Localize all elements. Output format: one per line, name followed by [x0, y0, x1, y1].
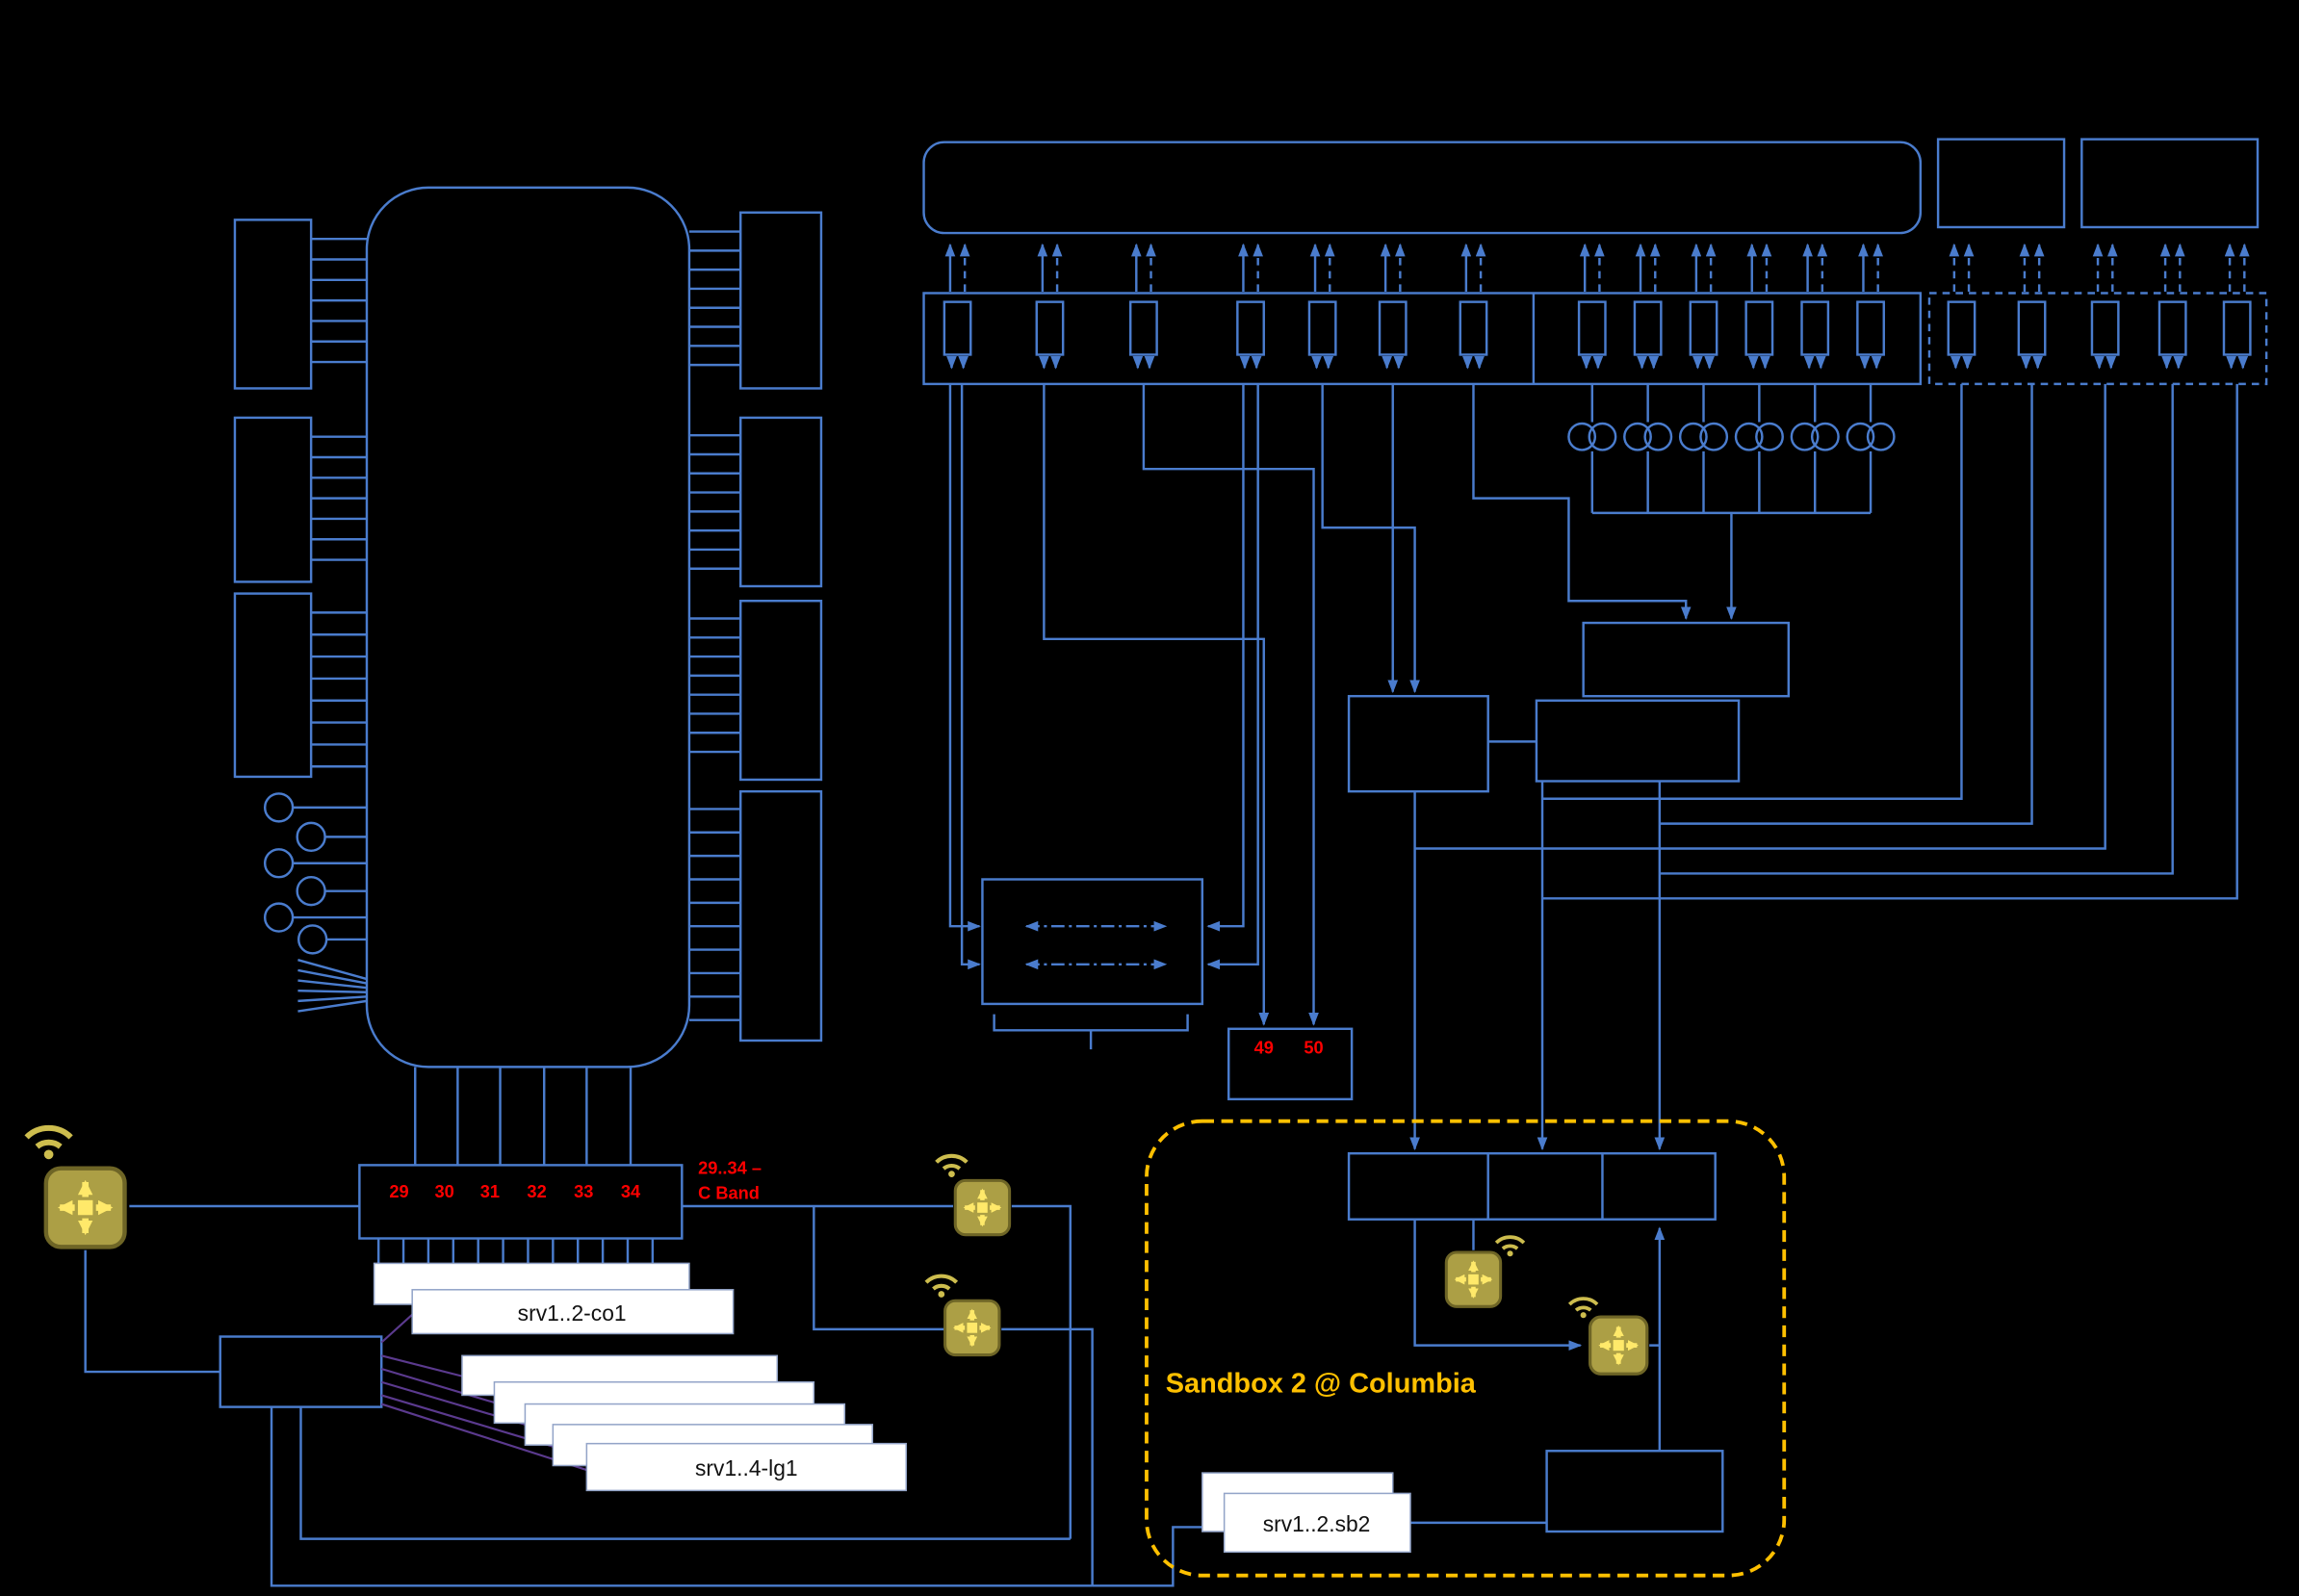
wifi-icon [1567, 1297, 1599, 1320]
left-card-links [311, 237, 367, 768]
port-module [2092, 245, 2118, 368]
wifi-icon [937, 1156, 968, 1177]
fiber-patch-lines [380, 1313, 587, 1472]
campus-links [84, 740, 1660, 1587]
c-band-port-panel [358, 1164, 684, 1240]
left-chassis-cluster: 29 30 31 32 33 34 29..34 – C Band [219, 186, 823, 1472]
port-label: 50 [1304, 1038, 1323, 1058]
port-module [1309, 245, 1335, 368]
server-stack-sb2: srv1..2.sb2 [1201, 1472, 1411, 1554]
server-stack-lg1: srv1..4-lg1 [461, 1354, 908, 1492]
line-card-box [739, 416, 823, 588]
switch-icon [1446, 1252, 1500, 1306]
coil-icon [1734, 422, 1784, 451]
coil-icon [1790, 422, 1840, 451]
sandbox-title: Sandbox 2 @ Columbia [1166, 1368, 1477, 1399]
panel-to-server-links [376, 1238, 655, 1284]
wifi-icon [1494, 1235, 1526, 1258]
line-card-box [739, 789, 823, 1043]
port-label: 33 [574, 1181, 593, 1201]
line-card-box [233, 592, 313, 779]
coil-icon [1846, 422, 1896, 451]
port-module [1857, 245, 1883, 368]
port-module [2159, 245, 2185, 368]
port-label: 49 [1254, 1038, 1274, 1058]
wifi-icon [926, 1276, 957, 1298]
server-stack-sb2-label: srv1..2.sb2 [1263, 1511, 1371, 1536]
switch-icon [1590, 1317, 1647, 1374]
chassis-box [365, 186, 691, 1068]
port-label: 32 [527, 1181, 546, 1201]
mux-box [1582, 621, 1791, 698]
server-box [411, 1289, 735, 1335]
line-system-cluster [922, 138, 2268, 515]
mux-box [1347, 694, 1489, 793]
brace [993, 1014, 1189, 1050]
port-module [1746, 245, 1772, 368]
port-module [944, 245, 970, 368]
transponder-panel [922, 292, 1923, 386]
line-card-box [233, 416, 313, 583]
sandbox-boundary [1145, 1119, 1787, 1578]
line-card-box [739, 211, 823, 390]
sandbox-node-box [1545, 1450, 1724, 1533]
sandbox2-region: Sandbox 2 @ Columbia srv1..2.sb2 [1145, 1119, 1787, 1578]
sandbox-switch-shelf [1347, 1151, 1717, 1221]
port-label: 30 [435, 1181, 454, 1201]
fiber-fan-lines [297, 959, 368, 1013]
port-module [2019, 245, 2045, 368]
right-card-links [688, 230, 741, 1021]
sandbox-link [1413, 1219, 1583, 1351]
port-module [1579, 245, 1605, 368]
port-module [1460, 245, 1486, 368]
port-module [1691, 245, 1717, 368]
expansion-panel [1927, 292, 2268, 386]
optical-link-box [981, 878, 1204, 1050]
port-module [1949, 245, 1975, 368]
server-box [585, 1442, 908, 1492]
shelf-module-box [1936, 138, 2066, 229]
c-band-note-line1: 29..34 – [698, 1158, 762, 1178]
coil-icon [1678, 422, 1729, 451]
server-stack-co1: srv1..2-co1 [373, 1262, 735, 1335]
port-label: 34 [621, 1181, 641, 1201]
mux-box [1535, 699, 1741, 783]
port-module [1130, 245, 1156, 368]
port-label: 31 [480, 1181, 500, 1201]
routing-arrows [948, 383, 2238, 1151]
chassis-downlinks [414, 1067, 633, 1166]
switch-icon [46, 1169, 125, 1248]
switch-icon [955, 1180, 1009, 1234]
shelf-module-box [2080, 138, 2260, 229]
port-label: 29 [389, 1181, 408, 1201]
fiber-loop-icons [263, 792, 367, 955]
uplink-port-box: 49 50 [1227, 1027, 1354, 1101]
coil-drop-lines [1590, 383, 1873, 515]
switch-icon [945, 1300, 999, 1354]
server-box [1223, 1492, 1411, 1554]
port-module [2224, 245, 2250, 368]
port-module [1635, 245, 1661, 368]
port-module [1237, 245, 1263, 368]
port-module [1037, 245, 1063, 368]
coil-icon [1567, 422, 1617, 451]
c-band-note-line2: C Band [698, 1182, 760, 1202]
server-stack-lg1-label: srv1..4-lg1 [695, 1455, 798, 1480]
wifi-icon [27, 1128, 71, 1159]
line-system-shelf [922, 141, 1923, 235]
patch-box [219, 1335, 383, 1408]
port-module [1380, 245, 1406, 368]
line-card-box [739, 600, 823, 782]
port-module [1802, 245, 1828, 368]
server-stack-co1-label: srv1..2-co1 [518, 1300, 627, 1326]
coil-icon [1623, 422, 1673, 451]
line-card-box [233, 219, 313, 390]
